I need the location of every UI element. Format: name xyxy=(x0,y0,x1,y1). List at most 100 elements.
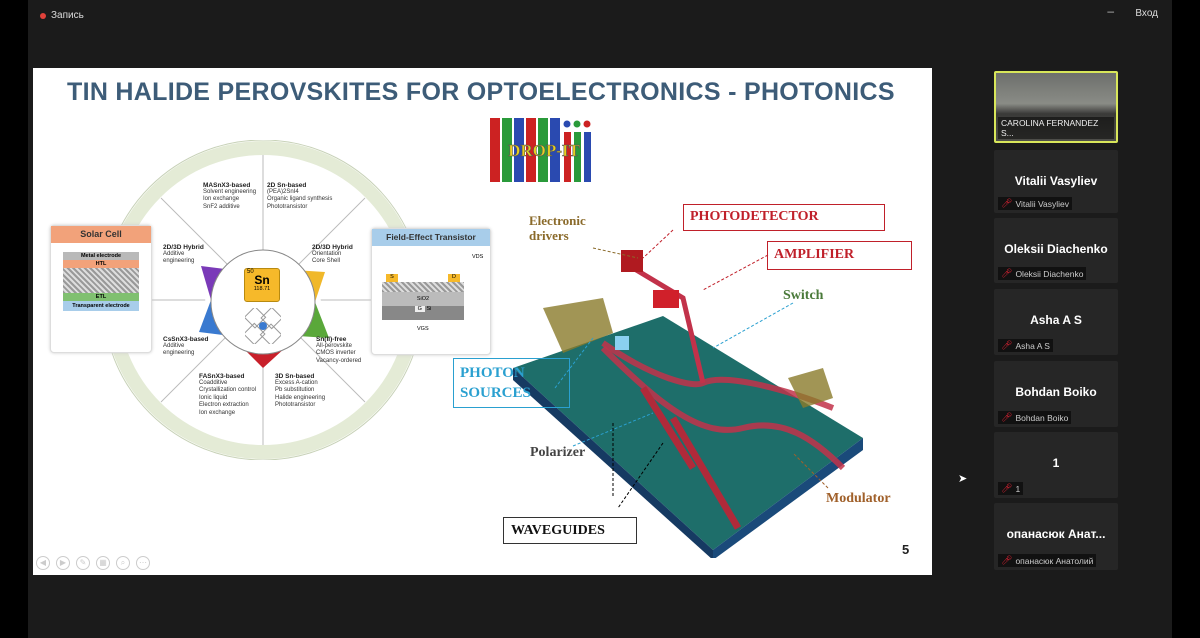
next-slide-icon[interactable]: ▶ xyxy=(56,556,70,570)
participant-tile[interactable]: Oleksii Diachenko 🎤︎Oleksii Diachenko xyxy=(994,218,1118,283)
recording-label: Запись xyxy=(51,10,84,21)
participant-tile[interactable]: Bohdan Boiko 🎤︎Bohdan Boiko xyxy=(994,361,1118,427)
participant-name: опанасюк Анат... xyxy=(1006,527,1106,541)
fet-title: Field-Effect Transistor xyxy=(372,229,490,246)
participant-label: 🎤︎опанасюк Анатолий xyxy=(998,554,1097,567)
participant-label: 🎤︎Vitalii Vasyliev xyxy=(998,197,1072,210)
minimize-button[interactable]: – xyxy=(1107,4,1114,18)
layer-etl: ETL xyxy=(63,293,139,301)
muted-mic-icon: 🎤︎ xyxy=(1001,483,1013,493)
participant-name: 1 xyxy=(1052,456,1060,470)
label-modulator: Modulator xyxy=(826,491,891,506)
solar-cell-card: Solar Cell Metal electrode HTL ETL Trans… xyxy=(50,225,152,353)
segment-title: 3D Sn-based xyxy=(275,373,315,380)
segment-title: CsSnX3-based xyxy=(163,336,209,343)
participant-tile[interactable]: 1 🎤︎1 xyxy=(994,432,1118,498)
segment-title: Sn(II)-free xyxy=(316,336,347,343)
vds-label: VDS xyxy=(472,254,484,260)
label-arrows xyxy=(554,229,829,509)
participant-label: 🎤︎Bohdan Boiko xyxy=(998,411,1072,424)
layer-metal-electrode: Metal electrode xyxy=(63,252,139,260)
prev-slide-icon[interactable]: ◀ xyxy=(36,556,50,570)
label-photon-sources: PHOTON SOURCES xyxy=(453,358,570,408)
slide-title: TIN HALIDE PEROVSKITES FOR OPTOELECTRONI… xyxy=(67,78,895,106)
atomic-mass: 118.71 xyxy=(253,286,271,292)
pen-icon[interactable]: ✎ xyxy=(76,556,90,570)
participant-name: Vitalii Vasyliev xyxy=(1014,174,1098,188)
segment-title: FASnX3-based xyxy=(199,373,245,380)
segment-title: 2D Sn-based xyxy=(267,182,307,189)
source-contact: S xyxy=(386,274,398,282)
participant-tile[interactable]: Asha A S 🎤︎Asha A S xyxy=(994,289,1118,355)
participant-name: Oleksii Diachenko xyxy=(1004,242,1108,256)
crystal-structure-icon xyxy=(245,308,281,344)
zoom-icon[interactable]: ⌕ xyxy=(116,556,130,570)
substrate-layer: G Si xyxy=(382,306,464,320)
label-waveguides: WAVEGUIDES xyxy=(503,517,637,544)
participant-label: 🎤︎Asha A S xyxy=(998,339,1053,352)
label-switch: Switch xyxy=(783,288,824,303)
layer-htl: HTL xyxy=(63,260,139,268)
muted-mic-icon: 🎤︎ xyxy=(1001,198,1013,208)
participant-name: Asha A S xyxy=(1030,313,1082,327)
segment-title: MASnX3-based xyxy=(203,182,251,189)
layer-perovskite xyxy=(63,268,139,293)
solar-cell-title: Solar Cell xyxy=(51,226,151,243)
segment-title: 2D/3D Hybrid xyxy=(163,244,204,251)
drain-contact: D xyxy=(448,274,460,282)
exit-button[interactable]: Вход xyxy=(1135,8,1158,19)
record-dot-icon xyxy=(40,12,46,19)
drop-it-logo: DROP-IT xyxy=(490,118,598,182)
muted-mic-icon: 🎤︎ xyxy=(1001,268,1013,278)
page-number: 5 xyxy=(902,542,910,557)
fet-card: Field-Effect Transistor VDS S D SiO2 G S… xyxy=(371,228,491,355)
participant-label: 🎤︎1 xyxy=(998,482,1024,495)
participant-name: CAROLINA FERNANDEZ S... xyxy=(998,117,1114,139)
muted-mic-icon: 🎤︎ xyxy=(1001,340,1013,350)
meeting-window: Запись – Вход TIN HALIDE PEROVSKITES FOR… xyxy=(28,0,1172,638)
label-amplifier: AMPLIFIER xyxy=(767,241,912,270)
muted-mic-icon: 🎤︎ xyxy=(1001,555,1013,565)
participant-tile[interactable]: Vitalii Vasyliev 🎤︎Vitalii Vasyliev xyxy=(994,150,1118,213)
label-photodetector: PHOTODETECTOR xyxy=(683,204,885,231)
perovskite-channel xyxy=(382,282,464,292)
layer-transparent-electrode: Transparent electrode xyxy=(63,301,139,311)
element-tile-sn: 50 Sn 118.71 xyxy=(244,268,280,302)
segment-title: 2D/3D Hybrid xyxy=(312,244,353,251)
slides-icon[interactable]: ▦ xyxy=(96,556,110,570)
more-icon[interactable]: ⋯ xyxy=(136,556,150,570)
participant-name: Bohdan Boiko xyxy=(1015,385,1097,399)
gate-label: G xyxy=(414,306,425,312)
atomic-number: 50 xyxy=(247,269,254,275)
mouse-cursor-icon: ➤ xyxy=(958,473,968,485)
label-electronic-drivers: Electronic drivers xyxy=(529,213,586,243)
recording-indicator[interactable]: Запись xyxy=(40,10,84,21)
logo-text: DROP-IT xyxy=(508,141,580,160)
participant-label: 🎤︎Oleksii Diachenko xyxy=(998,267,1087,280)
element-symbol: Sn xyxy=(254,273,270,287)
participant-video-tile[interactable]: CAROLINA FERNANDEZ S... xyxy=(994,71,1118,143)
shared-slide: TIN HALIDE PEROVSKITES FOR OPTOELECTRONI… xyxy=(33,68,932,575)
muted-mic-icon: 🎤︎ xyxy=(1001,412,1013,422)
substrate-label: Si xyxy=(426,306,432,312)
participant-tile[interactable]: опанасюк Анат... 🎤︎опанасюк Анатолий xyxy=(994,503,1118,570)
label-polarizer: Polarizer xyxy=(530,445,586,460)
vgs-label: VGS xyxy=(417,326,429,332)
logo-bars-icon: DROP-IT xyxy=(490,118,591,182)
oxide-layer: SiO2 xyxy=(382,292,464,306)
